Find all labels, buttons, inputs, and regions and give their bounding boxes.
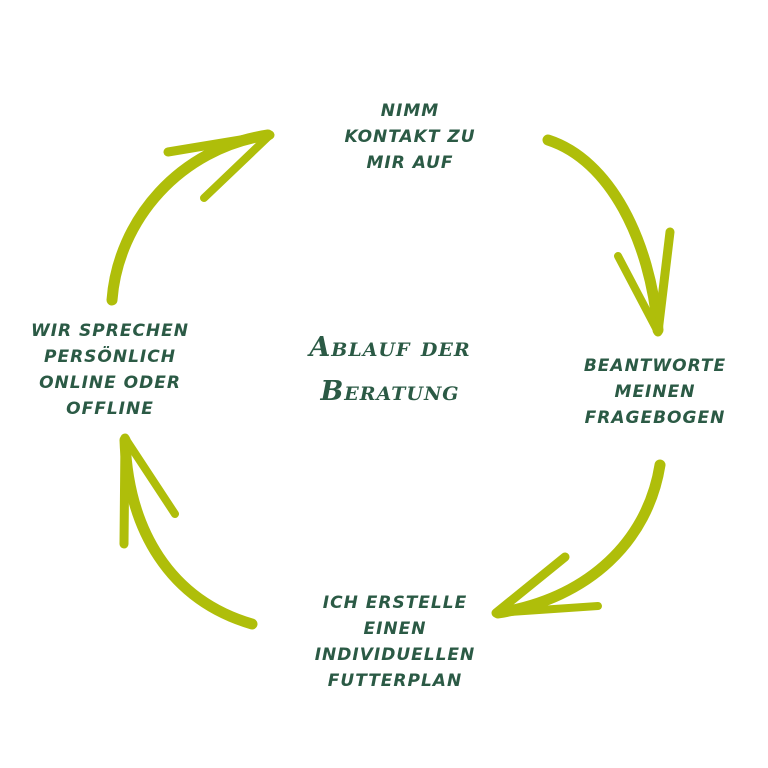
arrow-right-to-bottom xyxy=(491,459,666,619)
arrow-left-to-top xyxy=(106,129,275,306)
arrow-bottom-to-left xyxy=(119,433,258,630)
arrow-top-to-right xyxy=(542,134,675,337)
step-feeding-plan: Ich erstelle einen individuellen Futterp… xyxy=(314,593,476,691)
step-questionnaire: Beantworte meinen Fragebogen xyxy=(583,356,727,428)
step-personal-talk: Wir sprechen persönlich online oder offl… xyxy=(30,321,190,419)
diagram-title: Ablauf der Beratung xyxy=(309,332,471,407)
step-contact: Nimm Kontakt zu mir auf xyxy=(344,101,476,173)
